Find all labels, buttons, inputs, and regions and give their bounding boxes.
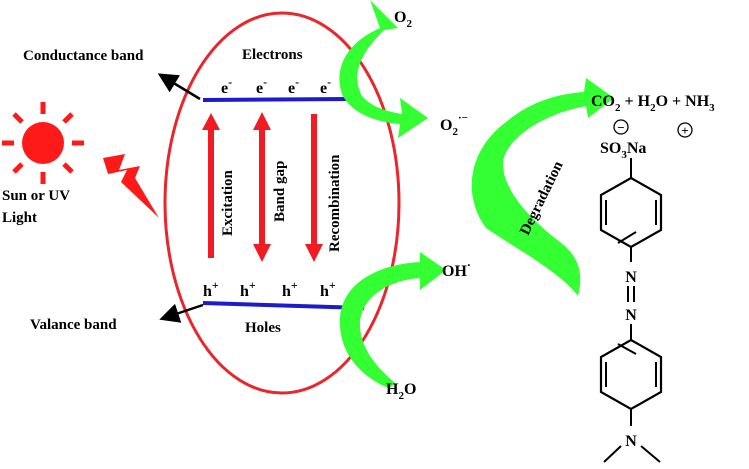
photocatalyst-particle [163, 11, 401, 395]
conduction-band-line [202, 97, 351, 102]
lightning-bolt-icon [103, 154, 159, 218]
electron-labels: e-e-e-e- [221, 75, 331, 97]
sulfonate-charge: − [617, 120, 624, 135]
sulfonate-group: SO3Na [600, 140, 646, 161]
azo-nitrogen-lower: N [625, 307, 637, 324]
dye-molecule: − + SO3Na N N N [599, 119, 693, 463]
degradation-label: Degradation [517, 158, 567, 238]
oxygen-label: O2 [394, 9, 412, 30]
water-label: H2O [386, 381, 416, 402]
recombination-label: Recombination [327, 154, 343, 252]
excitation-label: Excitation [220, 170, 236, 236]
conductance-band-label: Conductance band [23, 48, 144, 64]
valence-band-line [202, 301, 365, 310]
holes-label: Holes [245, 320, 281, 336]
hydroxyl-formation-arrow [339, 252, 446, 388]
electron-label: e- [288, 75, 299, 97]
sun-icon [2, 102, 84, 184]
hydroxyl-radical-label: OH· [442, 258, 471, 280]
amine-nitrogen: N [625, 433, 637, 450]
conductance-band-pointer [157, 73, 201, 101]
light-source-label: Sun or UV Light [2, 188, 74, 226]
degradation-arrow [471, 78, 614, 296]
electron-label: e- [320, 75, 331, 97]
upper-benzene-ring [599, 176, 663, 249]
valance-band-label: Valance band [30, 317, 117, 333]
recombination-arrow [305, 114, 323, 262]
hole-label: h+ [282, 278, 298, 300]
electron-label: e- [256, 75, 267, 97]
hole-label: h+ [320, 278, 336, 300]
band-gap-label: Band gap [272, 161, 288, 222]
degradation-products: CO2 + H2O + NH3 [591, 93, 715, 114]
band-gap-arrow [253, 112, 271, 262]
hole-label: h+ [203, 278, 219, 300]
electron-label: e- [221, 75, 232, 97]
hole-label: h+ [240, 278, 256, 300]
valance-band-pointer [159, 303, 204, 323]
sodium-charge-icon [677, 122, 693, 138]
hole-labels: h+ h+ h+ h+ [203, 278, 336, 300]
methyl-left [603, 445, 622, 463]
oxygen-reduction-arrow [339, 0, 428, 138]
sodium-charge: + [681, 123, 688, 138]
excitation-arrow [202, 113, 220, 258]
methyl-right [640, 445, 661, 463]
electrons-label: Electrons [242, 47, 303, 63]
azo-nitrogen-upper: N [625, 269, 637, 286]
superoxide-label: O2·− [440, 112, 468, 138]
sulfonate-charge-icon [613, 119, 629, 135]
